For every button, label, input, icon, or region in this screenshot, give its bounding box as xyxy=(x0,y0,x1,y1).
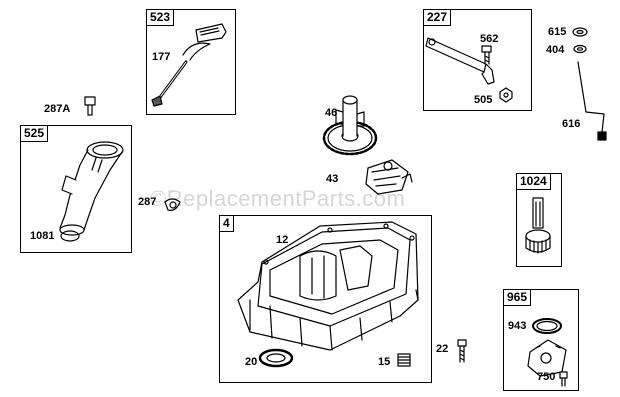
group-1024-label: 1024 xyxy=(517,174,551,190)
seal-20-illustration xyxy=(258,348,294,368)
washers-illustration xyxy=(572,27,588,54)
part-label-616[interactable]: 616 xyxy=(562,118,581,130)
plug-15-illustration xyxy=(397,353,411,367)
part-label-287[interactable]: 287 xyxy=(138,196,157,208)
part-label-12[interactable]: 12 xyxy=(276,234,289,246)
part-label-750[interactable]: 750 xyxy=(537,371,556,383)
watermark: ©ReplacementParts.com xyxy=(150,186,406,211)
bracket-illustration xyxy=(425,37,495,85)
part-label-1081[interactable]: 1081 xyxy=(30,230,55,242)
oil-fill-tube-illustration xyxy=(59,141,124,242)
sump-base-illustration xyxy=(237,221,419,351)
part-label-46[interactable]: 46 xyxy=(325,107,338,119)
part-label-287a[interactable]: 287A xyxy=(44,103,71,115)
bolt-287a-illustration xyxy=(84,96,96,116)
part-label-20[interactable]: 20 xyxy=(245,356,258,368)
cover-plate-illustration xyxy=(527,339,567,377)
part-label-943[interactable]: 943 xyxy=(508,320,527,332)
part-label-562[interactable]: 562 xyxy=(480,33,499,45)
nut-505-illustration xyxy=(499,87,513,103)
screw-750-illustration xyxy=(559,371,568,387)
group-525-label: 525 xyxy=(21,126,49,142)
part-label-505[interactable]: 505 xyxy=(474,94,493,106)
part-label-15[interactable]: 15 xyxy=(378,356,391,368)
screw-562-illustration xyxy=(481,45,492,65)
part-label-404[interactable]: 404 xyxy=(546,44,565,56)
dipstick-illustration xyxy=(151,23,227,107)
governor-illustration xyxy=(365,159,413,195)
part-label-177[interactable]: 177 xyxy=(152,51,171,63)
group-227-label: 227 xyxy=(424,10,452,26)
clip-287-illustration xyxy=(164,198,181,211)
gasket-943-illustration xyxy=(532,318,562,334)
part-label-22[interactable]: 22 xyxy=(436,343,449,355)
part-label-43[interactable]: 43 xyxy=(326,173,339,185)
oil-pump-illustration xyxy=(525,197,551,254)
link-rod-illustration xyxy=(577,61,607,141)
bolt-22-illustration xyxy=(457,339,467,363)
cam-gear-illustration xyxy=(322,95,378,156)
group-4-label: 4 xyxy=(220,216,234,232)
group-523-label: 523 xyxy=(147,10,175,26)
group-965-label: 965 xyxy=(504,290,532,306)
part-label-615[interactable]: 615 xyxy=(548,26,567,38)
